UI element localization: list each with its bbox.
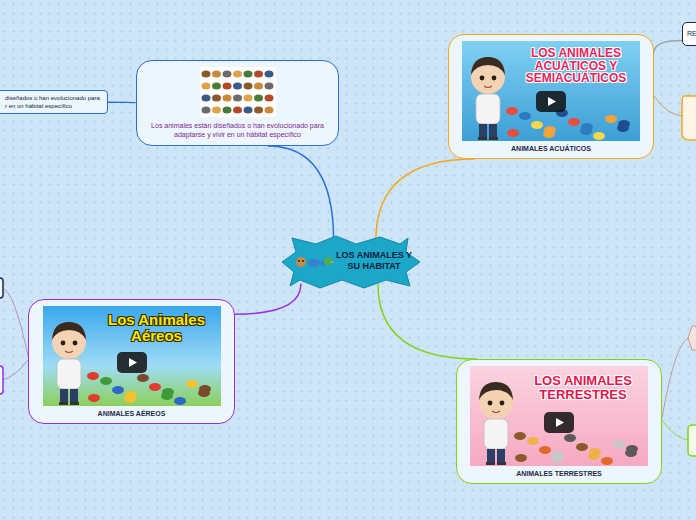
topic-box: Los animales están diseñados o han evolu… <box>136 60 339 146</box>
video-topic: Los Animales AéreosANIMALES AÉREOS <box>28 299 235 424</box>
branch-line <box>108 102 136 104</box>
branch-line <box>268 146 334 240</box>
cut-box <box>682 96 696 140</box>
topic-text: diseñados o han evolucionado para r en u… <box>5 94 103 110</box>
video-caption: ANIMALES TERRESTRES <box>465 470 653 477</box>
video-thumbnail: LOS ANIMALES TERRESTRES <box>470 366 648 466</box>
video-topic: LOS ANIMALES TERRESTRES ANIMALES TERRESTR… <box>456 359 662 484</box>
topic-title: LOS ANIMALES Y SU HABITAT <box>334 250 414 272</box>
topic-box: RE <box>682 22 696 46</box>
animals-picture <box>200 67 276 117</box>
branch-line <box>235 284 301 314</box>
cut-box <box>688 425 696 456</box>
boy-figure <box>466 49 510 141</box>
cut-box <box>0 366 3 394</box>
video-thumbnail: LOS ANIMALES ACUÁTICOS Y SEMIACUÁTICOS <box>462 41 640 141</box>
leader-line <box>2 288 28 356</box>
boy-figure <box>47 314 91 406</box>
leader-line <box>2 360 28 380</box>
leader-line <box>662 420 690 440</box>
central-topic: LOS ANIMALES Y SU HABITAT <box>276 234 422 290</box>
video-caption: ANIMALES ACUÁTICOS <box>457 145 645 152</box>
cut-box <box>688 326 696 350</box>
play-button <box>536 91 566 112</box>
video-title: Los Animales Aéreos <box>97 312 217 344</box>
video-title: LOS ANIMALES ACUÁTICOS Y SEMIACUÁTICOS <box>514 47 638 85</box>
play-button <box>117 352 147 373</box>
topic-text: Los animales están diseñados o han evolu… <box>145 121 330 139</box>
branch-line <box>654 40 682 52</box>
leader-line <box>662 338 690 418</box>
play-button <box>544 412 574 433</box>
cut-box <box>0 278 3 298</box>
boy-figure <box>474 374 518 466</box>
leader-line <box>654 96 684 116</box>
branch-line <box>378 284 477 359</box>
video-caption: ANIMALES AÉREOS <box>37 410 226 417</box>
topic-box: diseñados o han evolucionado para r en u… <box>0 90 108 114</box>
branch-line <box>376 159 475 240</box>
video-topic: LOS ANIMALES ACUÁTICOS Y SEMIACUÁTICOS AN… <box>448 34 654 159</box>
topic-text: RE <box>687 30 696 37</box>
video-thumbnail: Los Animales Aéreos <box>43 306 221 406</box>
video-title: LOS ANIMALES TERRESTRES <box>520 374 646 401</box>
animals-drawing <box>200 67 276 117</box>
